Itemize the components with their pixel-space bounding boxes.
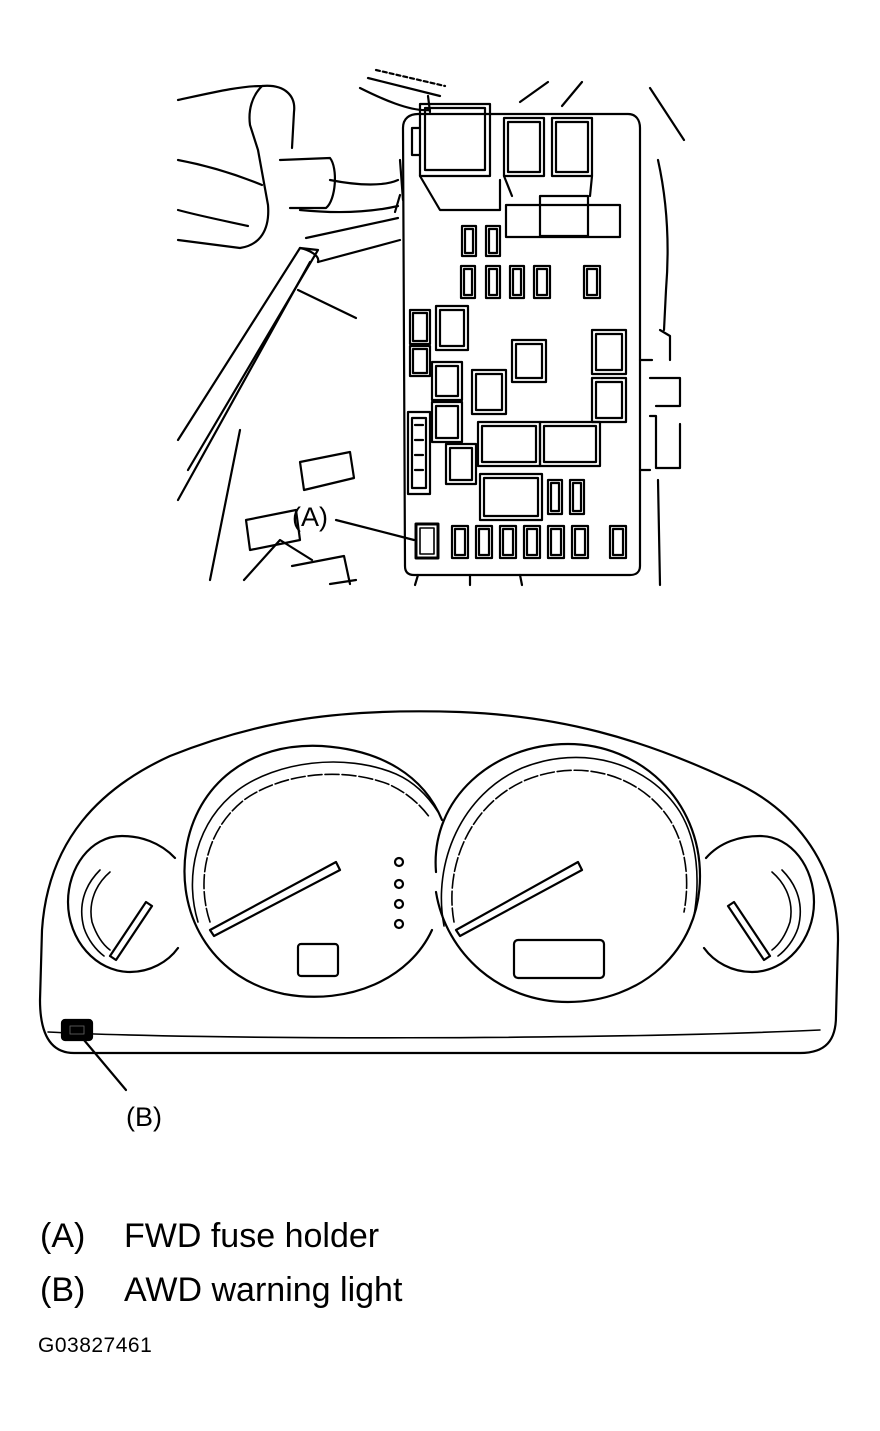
legend-item-a: (A) FWD fuse holder [40, 1216, 379, 1256]
awd-warning-light-icon [60, 1018, 94, 1042]
fuse-box [393, 102, 642, 587]
callout-b-label: (B) [126, 1102, 162, 1132]
instrument-cluster [38, 710, 840, 1055]
legend-key: (A) [40, 1217, 86, 1255]
callout-leader-a [334, 518, 416, 542]
fuse-holder-icon [414, 522, 440, 560]
callout-leader-b [82, 1038, 128, 1092]
legend-item-b: (B) AWD warning light [40, 1270, 402, 1310]
tool-body [176, 216, 402, 586]
engine-bay-lines [518, 80, 686, 587]
legend-key: (B) [40, 1271, 86, 1309]
hand-illustration [176, 68, 447, 250]
diagram-figure: (A) (B) [38, 68, 840, 1132]
legend-text: FWD fuse holder [124, 1217, 380, 1255]
callout-a-label: (A) [292, 502, 328, 532]
legend-text: AWD warning light [124, 1271, 403, 1309]
figure-id: G03827461 [38, 1334, 153, 1357]
